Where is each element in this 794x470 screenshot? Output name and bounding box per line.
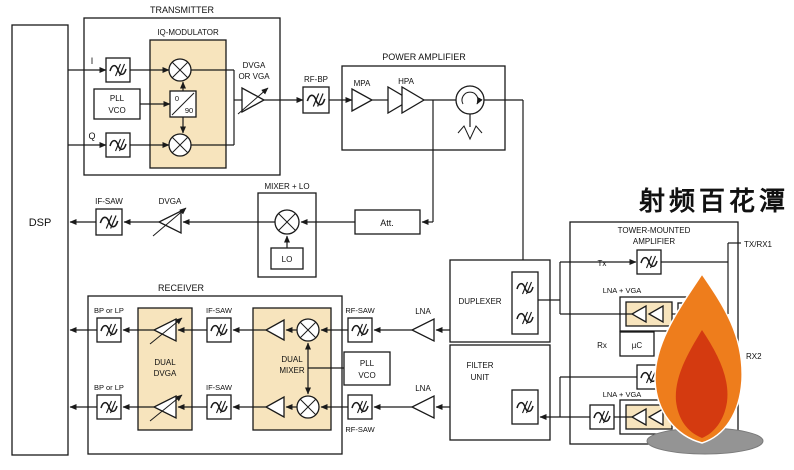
tx-pll-vco-box [93, 88, 141, 120]
phase-90-label: 90 [185, 106, 193, 115]
tower-top-amplifier-icon [630, 304, 647, 324]
tower-bottom-amplifier-icon [630, 407, 647, 427]
feedback-if-saw-label: IF-SAW [95, 197, 123, 206]
tx-dvga-label-2: OR VGA [238, 72, 270, 81]
watermark-logo: 射频百花潭 [638, 186, 789, 455]
hpa-label: HPA [398, 77, 415, 86]
uc-label: µC [632, 341, 643, 350]
i-label: I [91, 56, 94, 66]
tx-pll-label: PLL [110, 94, 125, 103]
bp-lp-bottom-label: BP or LP [94, 383, 124, 392]
transmitter-wires [68, 67, 304, 148]
rx-vco-label: VCO [358, 371, 375, 380]
mpa-label: MPA [354, 79, 371, 88]
feedback-wires [69, 219, 355, 248]
rx-pll-vco-box [343, 351, 391, 386]
filter-unit-label-1: FILTER [467, 361, 494, 370]
iq-mixer-top-icon [168, 58, 192, 82]
dual-dvga-label-1: DUAL [154, 358, 176, 367]
rf-bp-label: RF-BP [304, 75, 328, 84]
lna-bottom-amplifier-icon [410, 394, 435, 420]
gain-arrow-icon [237, 87, 269, 115]
dual-mixer-label-2: MIXER [279, 366, 305, 375]
rx-pll-label: PLL [360, 359, 375, 368]
dual-mixer-top-amplifier-icon [264, 318, 285, 342]
dsp-box [11, 24, 69, 456]
hpa-amplifier-icon [401, 85, 426, 115]
rx-mixer-top-icon [296, 318, 320, 342]
lo-label: LO [282, 255, 293, 264]
if-saw-top-label: IF-SAW [206, 306, 233, 315]
tower-top-amplifier-icon [647, 304, 664, 324]
rf-saw-top-label: RF-SAW [345, 306, 375, 315]
dual-dvga-label-2: DVGA [154, 369, 177, 378]
power-amplifier-wires [329, 97, 526, 273]
dual-dvga-top-amplifier-icon [152, 317, 177, 343]
tx-vco-label: VCO [108, 106, 125, 115]
rf-saw-bottom-label: RF-SAW [345, 425, 375, 434]
transmitter-title: TRANSMITTER [150, 5, 214, 15]
attenuator-label: Att. [380, 218, 394, 228]
bp-lp-top-label: BP or LP [94, 306, 124, 315]
power-amplifier-title: POWER AMPLIFIER [382, 52, 466, 62]
tx-label: Tx [598, 259, 607, 268]
phase-shifter-box [169, 90, 197, 118]
duplexer-filter-box [511, 271, 539, 335]
watermark-text: 射频百花潭 [638, 186, 789, 216]
tower-bottom-amplifier-icon [647, 407, 664, 427]
q-label: Q [88, 131, 95, 141]
termination-icon [457, 125, 483, 141]
receiver-title: RECEIVER [158, 283, 205, 293]
circulator-icon [455, 85, 485, 115]
iq-mixer-bottom-icon [168, 133, 192, 157]
lna-vga-top-label: LNA + VGA [603, 286, 642, 295]
filter-unit-label-2: UNIT [471, 373, 490, 382]
rx2-terminal-label: RX2 [746, 352, 762, 361]
dsp-label: DSP [29, 217, 52, 229]
feedback-dvga-label: DVGA [159, 197, 182, 206]
mixer-lo-title: MIXER + LO [264, 182, 309, 191]
rx-mixer-bottom-icon [296, 395, 320, 419]
rx-label: Rx [597, 341, 607, 350]
gain-arrow-icon [149, 394, 183, 422]
duplexer-label: DUPLEXER [458, 297, 501, 306]
dual-mixer-bottom-amplifier-icon [264, 395, 285, 419]
lna-vga-bottom-label: LNA + VGA [603, 390, 642, 399]
flame-inner-icon [675, 330, 728, 438]
iq-modulator-label: IQ-MODULATOR [157, 28, 219, 37]
dual-dvga-bottom-amplifier-icon [152, 394, 177, 420]
tower-title-1: TOWER-MOUNTED [618, 226, 691, 235]
phase-0-label: 0 [175, 94, 179, 103]
lna-top-amplifier-icon [410, 317, 435, 343]
lna-bottom-label: LNA [415, 384, 431, 393]
tx-dvga-label-1: DVGA [243, 61, 266, 70]
gain-arrow-icon [149, 317, 183, 345]
feedback-mixer-icon [274, 209, 300, 235]
gain-arrow-icon [152, 207, 187, 237]
if-saw-bottom-label: IF-SAW [206, 383, 233, 392]
filter-unit-filter-box [511, 389, 539, 425]
dual-mixer-label-1: DUAL [281, 355, 303, 364]
uc-box [619, 331, 655, 357]
attenuator-box [354, 209, 421, 235]
tower-title-2: AMPLIFIER [633, 237, 675, 246]
tx-rx1-terminal-label: TX/RX1 [744, 240, 773, 249]
lna-top-label: LNA [415, 307, 431, 316]
